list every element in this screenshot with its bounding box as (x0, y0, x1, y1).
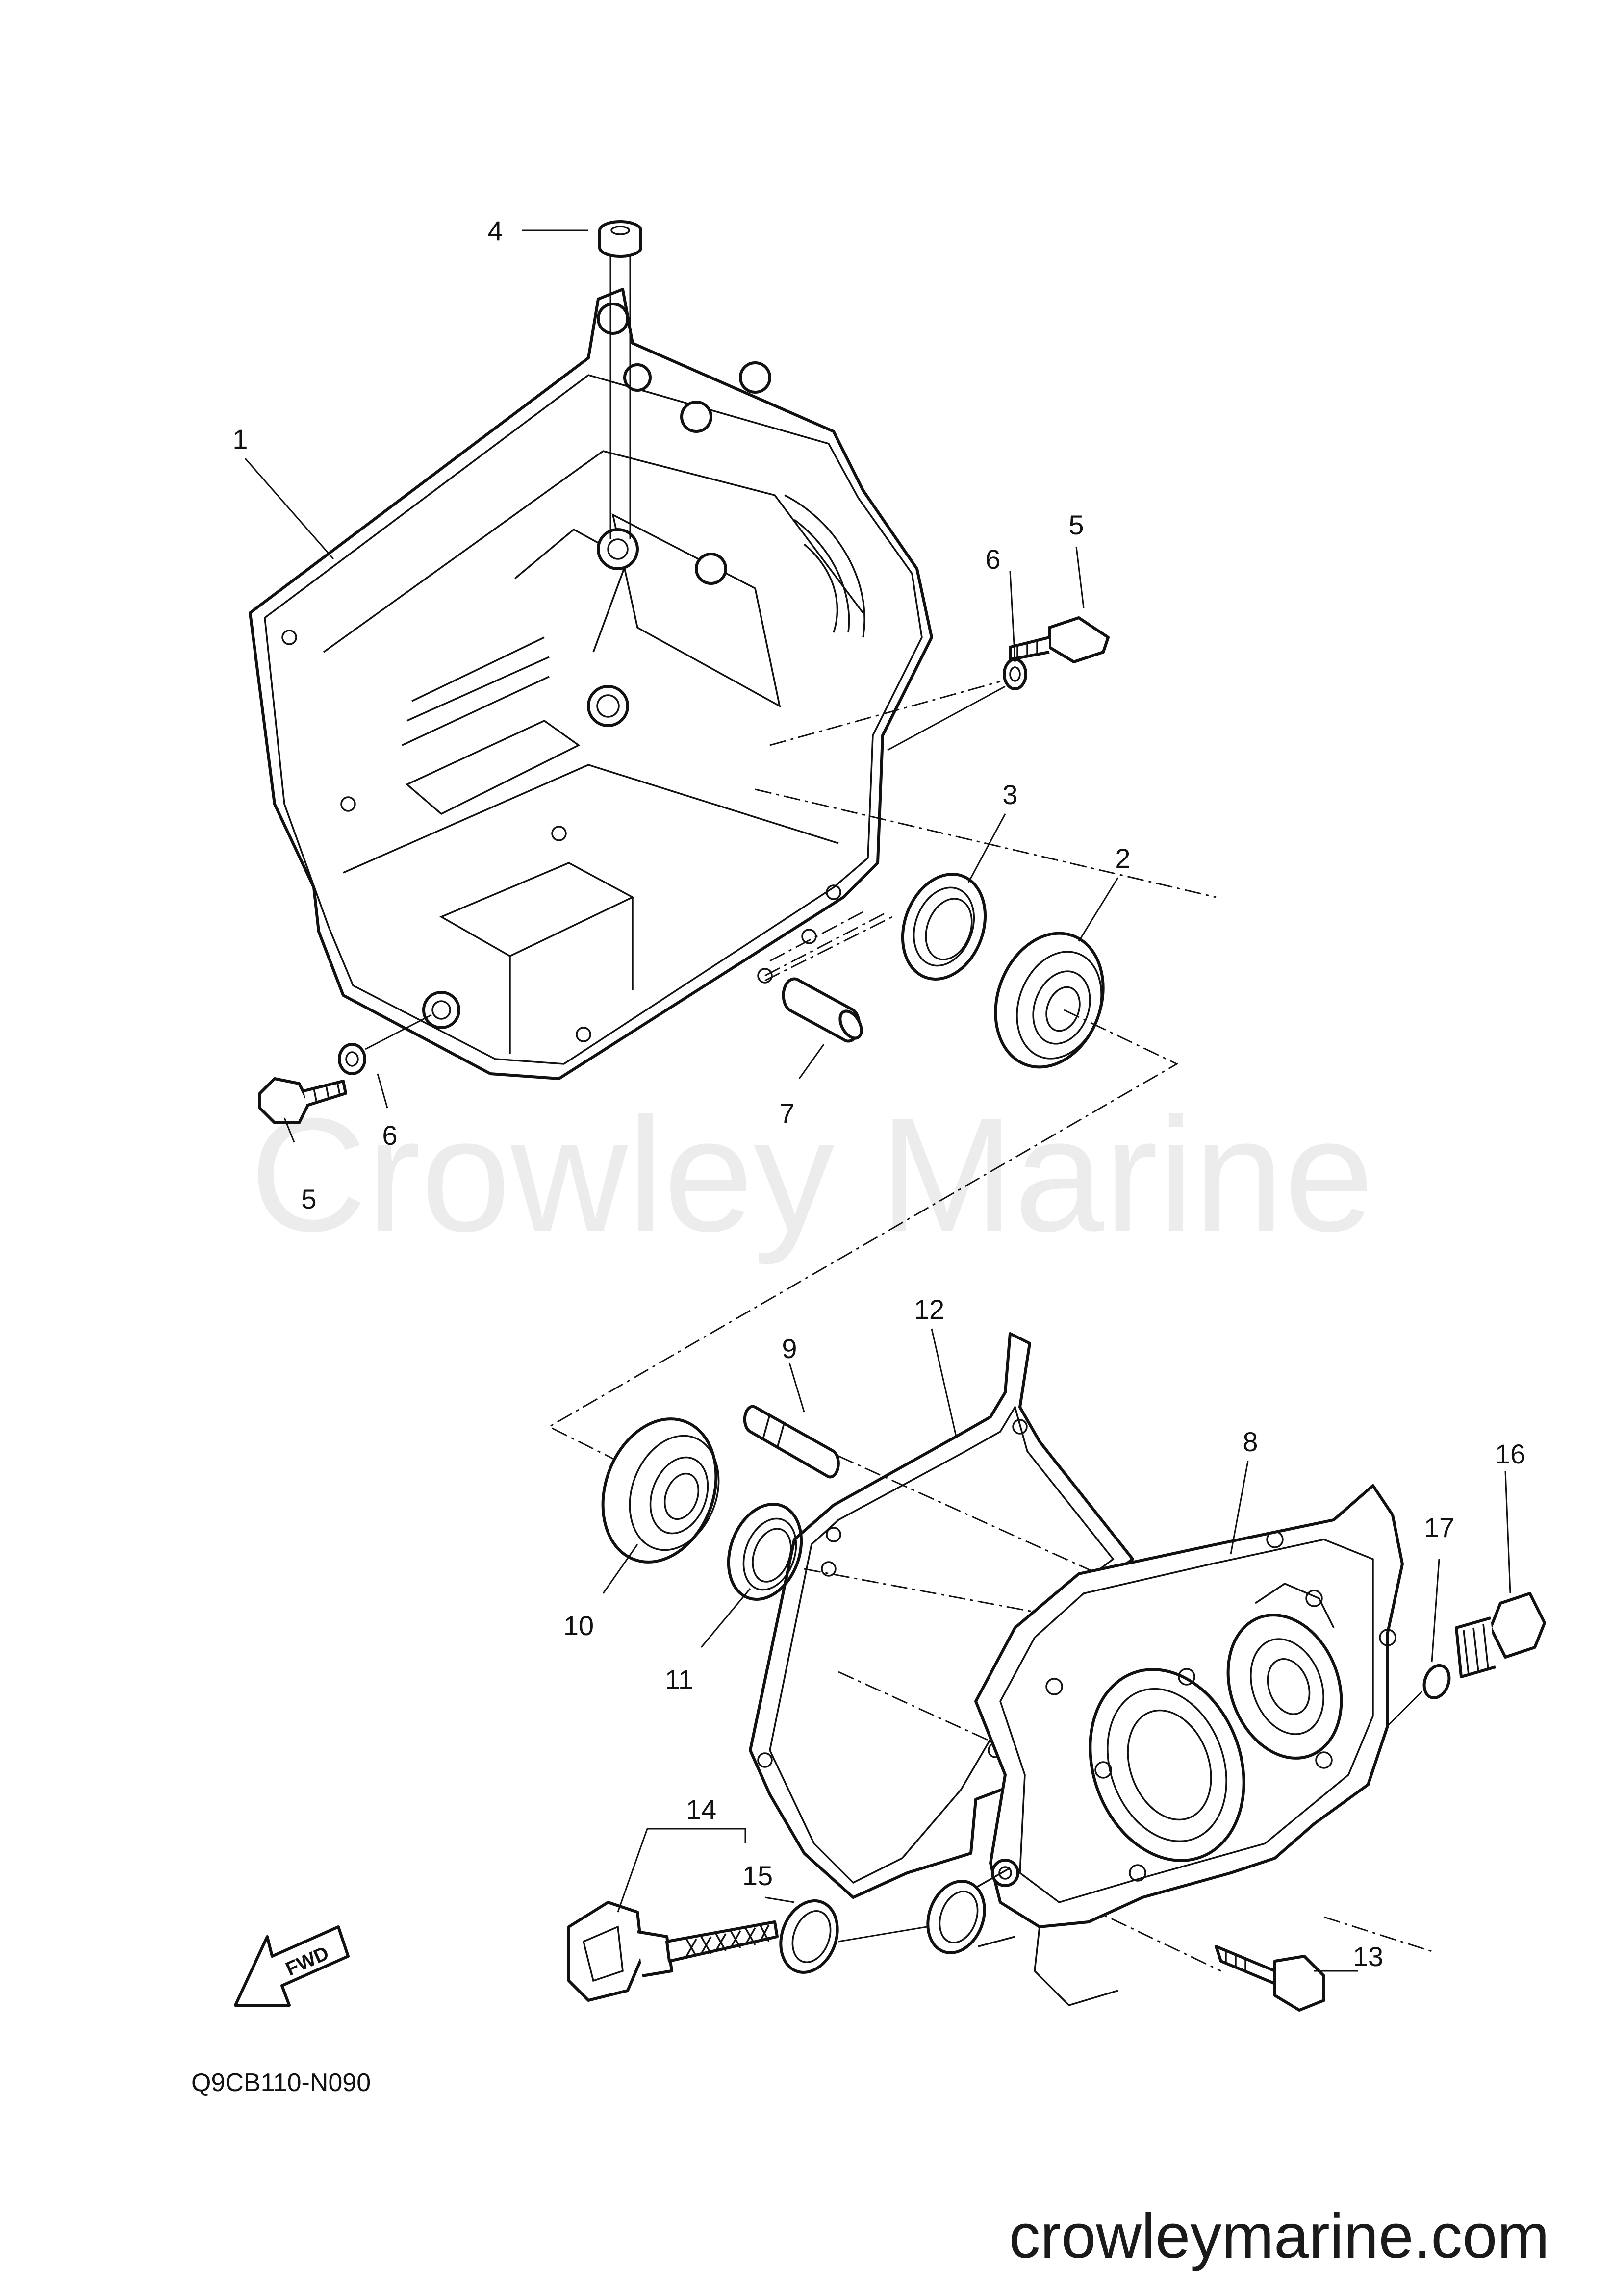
callout-5-left: 5 (301, 1184, 316, 1214)
callout-4: 4 (487, 215, 503, 246)
callout-6-right: 6 (985, 544, 1000, 575)
part-16-drain-plug (1455, 1592, 1546, 1678)
callout-13: 13 (1353, 1941, 1383, 1972)
part-10-bearing (601, 1417, 720, 1564)
part-4-collar (598, 220, 642, 258)
part-11-oil-seal (727, 1503, 803, 1601)
callout-11: 11 (665, 1664, 693, 1695)
fwd-arrow-icon: FWD (234, 1925, 350, 2007)
part-15-o-ring (779, 1899, 839, 1974)
part-6-washer-right (1003, 658, 1027, 690)
crankcase-drawing (249, 288, 933, 1080)
callout-labels: 1 2 3 4 5 5 6 6 7 8 9 10 11 12 13 14 15 … (232, 215, 1525, 1972)
site-footer: crowleymarine.com (1009, 2201, 1550, 2271)
part-3-oil-seal (901, 873, 987, 981)
part-17-washer (1422, 1664, 1451, 1699)
part-9-dowel-pin (743, 1405, 840, 1479)
part-14-dipstick (567, 1901, 779, 2002)
callout-2: 2 (1115, 843, 1130, 874)
part-7-dowel-pin (782, 977, 863, 1043)
callout-8: 8 (1243, 1426, 1258, 1457)
callout-3: 3 (1002, 779, 1017, 810)
part-5-bolt-left (258, 1077, 347, 1124)
callout-7: 7 (779, 1098, 794, 1129)
callout-16: 16 (1495, 1438, 1525, 1469)
callout-10: 10 (563, 1610, 594, 1641)
part-8-crankcase-cover (974, 1484, 1404, 2006)
callout-6-left: 6 (382, 1120, 397, 1151)
callout-9: 9 (782, 1333, 797, 1364)
callout-14: 14 (686, 1794, 716, 1825)
callout-1: 1 (232, 424, 248, 454)
filler-neck (926, 1867, 1015, 1954)
callout-12: 12 (914, 1294, 944, 1325)
part-13-bolt (1215, 1945, 1325, 2012)
callout-15: 15 (742, 1860, 773, 1891)
diagram-code: Q9CB110-N090 (191, 2069, 371, 2097)
callout-5-right: 5 (1068, 509, 1084, 540)
part-2-bearing (994, 932, 1105, 1069)
callout-17: 17 (1424, 1512, 1454, 1543)
part-6-washer-left (338, 1043, 366, 1075)
part-5-bolt-right (1009, 616, 1110, 663)
watermark-text: Crowley Marine (250, 1084, 1374, 1266)
